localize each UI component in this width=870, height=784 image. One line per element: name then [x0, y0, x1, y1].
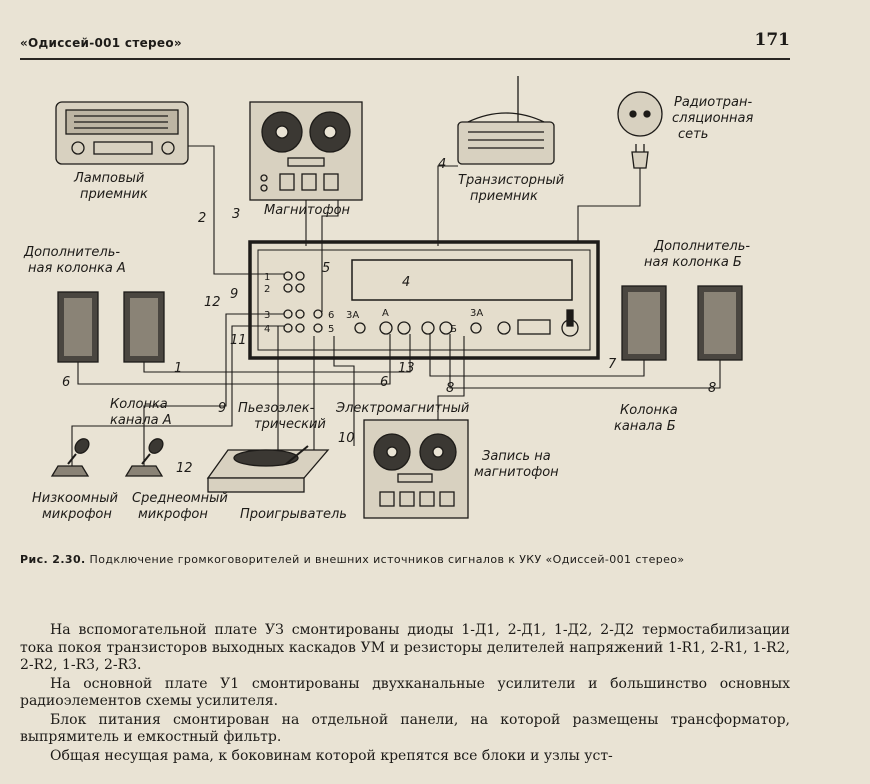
wire-num-8b: 8 [708, 381, 716, 396]
label-record-tape-1: Запись на [482, 449, 551, 464]
label-mid-mic-2: микрофон [138, 507, 208, 522]
wire-num-9a: 9 [230, 287, 238, 302]
label-electromagnetic: Электромагнитный [335, 401, 469, 416]
label-radio-network-2: сляционная [672, 111, 753, 126]
diagram-svg: Ламповый приемник Магнитофон Транзисторн… [23, 76, 753, 522]
label-radio-network-3: сеть [678, 127, 708, 142]
wire-num-2: 2 [198, 211, 206, 226]
wire-num-4b: 4 [402, 275, 410, 290]
label-transistor-receiver-2: приемник [470, 189, 538, 204]
jack-2: 2 [264, 284, 270, 295]
label-record-tape-2: магнитофон [474, 465, 559, 480]
body-text: На вспомогательной плате УЗ смонтированы… [20, 622, 790, 765]
tube-receiver-device [55, 101, 189, 165]
caption-label: Рис. 2.30. [20, 553, 86, 566]
label-player: Проигрыватель [240, 507, 347, 522]
label-speaker-channel-a-2: канала А [110, 413, 172, 428]
label-piezo-1: Пьезоэлек- [238, 401, 315, 416]
wire-num-4a: 4 [438, 157, 446, 172]
low-impedance-microphone [50, 438, 90, 477]
label-mid-mic-1: Среднеомный [132, 491, 228, 506]
wire-num-13: 13 [398, 361, 415, 376]
label-tube-receiver-1: Ламповый [73, 171, 144, 186]
label-extra-speaker-a-1: Дополнитель- [23, 245, 120, 260]
page-number: 171 [754, 30, 791, 50]
panel-mark-a: А [382, 308, 389, 319]
label-speaker-channel-a-1: Колонка [110, 397, 168, 412]
jack-1: 1 [264, 272, 270, 283]
tape-recorder-top-device [249, 101, 363, 201]
panel-mark-3a-right: 3А [470, 308, 483, 319]
wire-num-12b: 12 [176, 461, 193, 476]
label-extra-speaker-b-2: ная колонка Б [644, 255, 742, 270]
jack-4: 4 [264, 324, 270, 335]
wire-num-6b: 6 [380, 375, 388, 390]
wire-num-3: 3 [232, 207, 240, 222]
transistor-receiver-device [457, 76, 555, 165]
header-rule [20, 58, 790, 60]
paragraph: На основной плате У1 смонтированы двухка… [20, 675, 790, 710]
label-tape-recorder-top: Магнитофон [264, 203, 351, 218]
wire-num-8a: 8 [446, 381, 454, 396]
wire-num-5: 5 [322, 261, 330, 276]
running-title: «Одиссей-001 стерео» [20, 36, 182, 50]
label-low-mic-1: Низкоомный [32, 491, 118, 506]
paragraph: Общая несущая рама, к боковинам которой … [50, 747, 613, 764]
caption-text: Подключение громкоговорителей и внешних … [89, 553, 685, 566]
label-low-mic-2: микрофон [42, 507, 112, 522]
label-radio-network-1: Радиотран- [674, 95, 752, 110]
radio-network-outlet [617, 91, 663, 169]
label-extra-speaker-b-1: Дополнитель- [653, 239, 750, 254]
amplifier-uku [248, 240, 600, 360]
jack-3: 3 [264, 310, 270, 321]
jack-5: 5 [328, 324, 334, 335]
wire-num-7: 7 [608, 357, 617, 372]
panel-mark-3a-left: 3А [346, 310, 359, 321]
paragraph: Блок питания смонтирован на отдельной па… [20, 711, 790, 746]
label-extra-speaker-a-2: ная колонка А [28, 261, 126, 276]
label-piezo-2: трический [254, 417, 326, 432]
wire-num-12a: 12 [204, 295, 221, 310]
wire-num-10: 10 [338, 431, 355, 446]
label-transistor-receiver-1: Транзисторный [458, 173, 564, 188]
label-speaker-channel-b-1: Колонка [620, 403, 678, 418]
label-tube-receiver-2: приемник [80, 187, 148, 202]
tape-recorder-bottom-device [363, 419, 469, 519]
wire-num-6a: 6 [62, 375, 70, 390]
figure-caption: Рис. 2.30. Подключение громкоговорителей… [20, 552, 780, 568]
jack-6: 6 [328, 310, 334, 321]
paragraph: На вспомогательной плате УЗ смонтированы… [20, 622, 790, 673]
wire-num-11: 11 [230, 333, 247, 348]
mid-impedance-microphone [124, 438, 164, 477]
record-player-device [206, 445, 330, 493]
wire-num-1: 1 [174, 361, 182, 376]
page-header: «Одиссей-001 стерео» 171 [20, 30, 790, 58]
wire-num-9b: 9 [218, 401, 226, 416]
connection-diagram: Ламповый приемник Магнитофон Транзисторн… [18, 66, 808, 536]
panel-mark-b: Б [450, 324, 457, 335]
label-speaker-channel-b-2: канала Б [614, 419, 676, 434]
